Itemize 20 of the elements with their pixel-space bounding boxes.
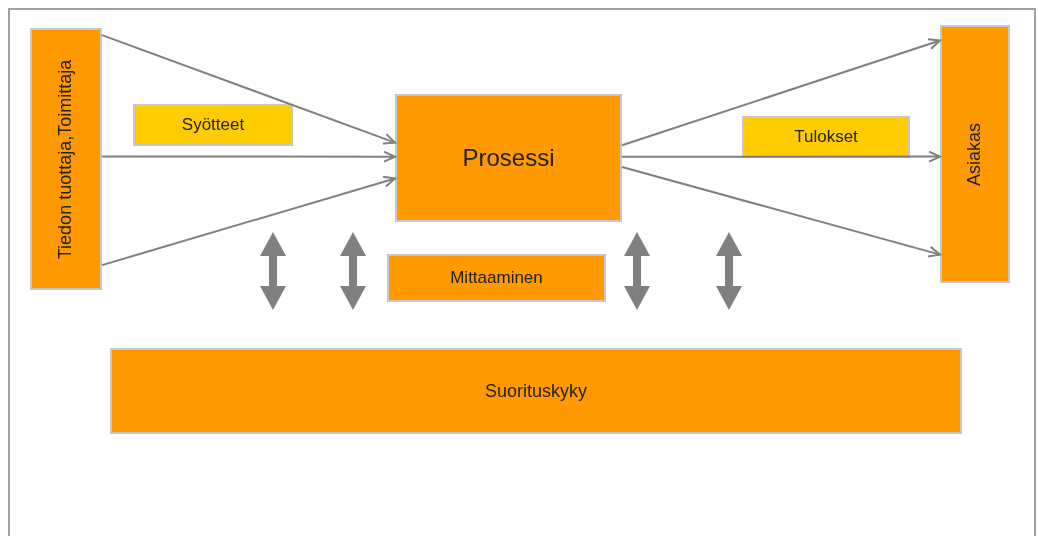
node-label: Prosessi [462,143,555,173]
arrow [101,150,396,163]
source-box [30,28,102,290]
node-label: Suorituskyky [484,379,587,403]
node-label: Mittaaminen [450,267,543,290]
input-box [133,104,293,146]
measurement-box [387,254,606,302]
performance-box [110,348,962,434]
arrow [101,34,396,145]
node-label: Tulokset [794,126,858,149]
output-box [742,116,910,158]
arrow [621,150,941,163]
node-label: Asiakas [963,122,986,186]
customer-box [940,25,1010,283]
arrow [621,165,941,258]
arrow [621,38,941,147]
process-box [395,94,622,222]
node-label: Syötteet [181,114,245,137]
node-label: Tiedon tuottaja,Toimittaja [54,59,77,259]
arrow [101,175,396,267]
